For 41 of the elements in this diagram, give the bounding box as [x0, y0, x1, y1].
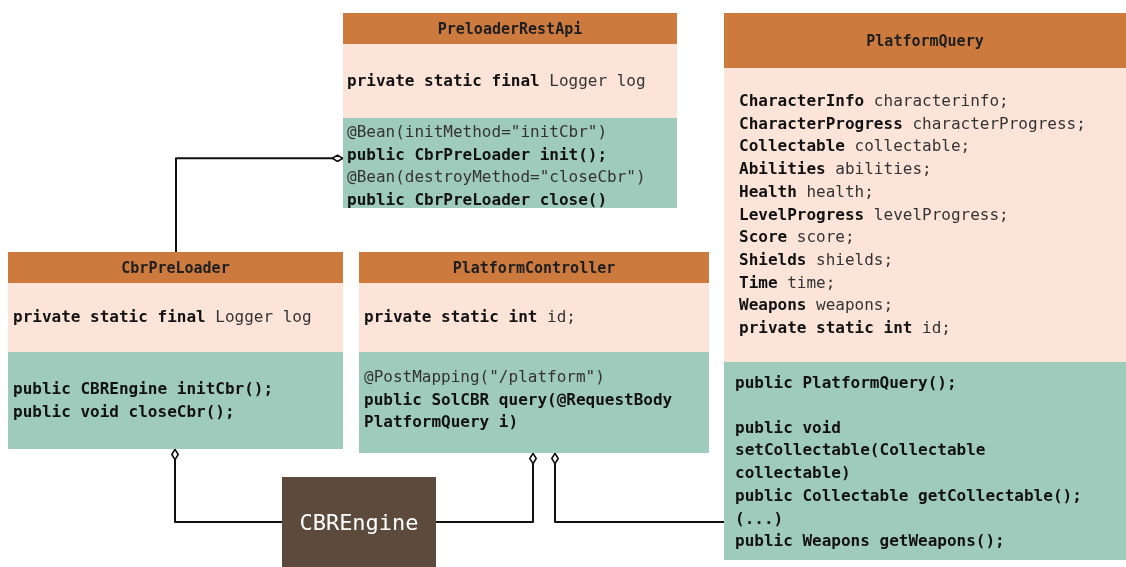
attribute-text: Time time; — [739, 271, 837, 294]
method-text: public Collectable getCollectable(); — [735, 484, 1083, 507]
attribute-text: private static final Logger log — [13, 306, 313, 329]
attribute-text: Score score; — [739, 226, 856, 249]
method-text: (...) — [735, 507, 785, 530]
attribute-text: private static int id; — [364, 306, 577, 329]
attribute-text: Abilities abilities; — [739, 158, 933, 181]
uml-class-box — [343, 13, 677, 208]
class-name-header: PlatformQuery — [724, 13, 1126, 68]
method-text: public CbrPreLoader close() — [347, 189, 609, 212]
aggregation-connector — [435, 452, 537, 523]
class-name-header: PreloaderRestApi — [343, 13, 677, 44]
attribute-text: Shields shields; — [739, 248, 895, 271]
uml-class-box — [724, 13, 1126, 560]
aggregation-connector — [171, 448, 283, 523]
method-text: public SolCBR query(@RequestBody PlatformQuery i) — [364, 388, 674, 434]
method-text: @Bean(initMethod="initCbr") — [347, 121, 609, 143]
aggregation-connector — [175, 154, 344, 253]
class-name-header: PlatformController — [359, 252, 709, 283]
method-text: public CBREngine initCbr(); — [13, 378, 275, 400]
method-text: public PlatformQuery(); — [735, 372, 958, 394]
attribute-text: Weapons weapons; — [739, 294, 895, 317]
method-text: public Weapons getWeapons(); — [735, 530, 1006, 553]
attribute-text: Health health; — [739, 180, 875, 203]
attribute-text: private static final Logger log — [347, 69, 647, 92]
attribute-text: Collectable collectable; — [739, 135, 972, 158]
aggregation-connector — [551, 452, 725, 523]
uml-class-box — [282, 477, 436, 567]
method-text: public void setCollectable(Collectable collectable) — [735, 416, 987, 485]
class-name: CBREngine — [299, 509, 419, 535]
uml-class-box — [8, 252, 343, 449]
attribute-text: private static int id; — [739, 317, 952, 340]
attribute-text: CharacterInfo characterinfo; — [739, 90, 1010, 112]
method-text: public void closeCbr(); — [13, 400, 236, 423]
attribute-text: LevelProgress levelProgress; — [739, 203, 1010, 226]
class-name-header: CbrPreLoader — [8, 252, 343, 283]
method-text: @PostMapping("/platform") — [364, 366, 606, 388]
method-text: public CbrPreLoader init(); — [347, 143, 609, 166]
uml-class-box — [359, 252, 709, 453]
attribute-text: CharacterProgress characterProgress; — [739, 112, 1087, 135]
method-text: @Bean(destroyMethod="closeCbr") — [347, 166, 647, 189]
